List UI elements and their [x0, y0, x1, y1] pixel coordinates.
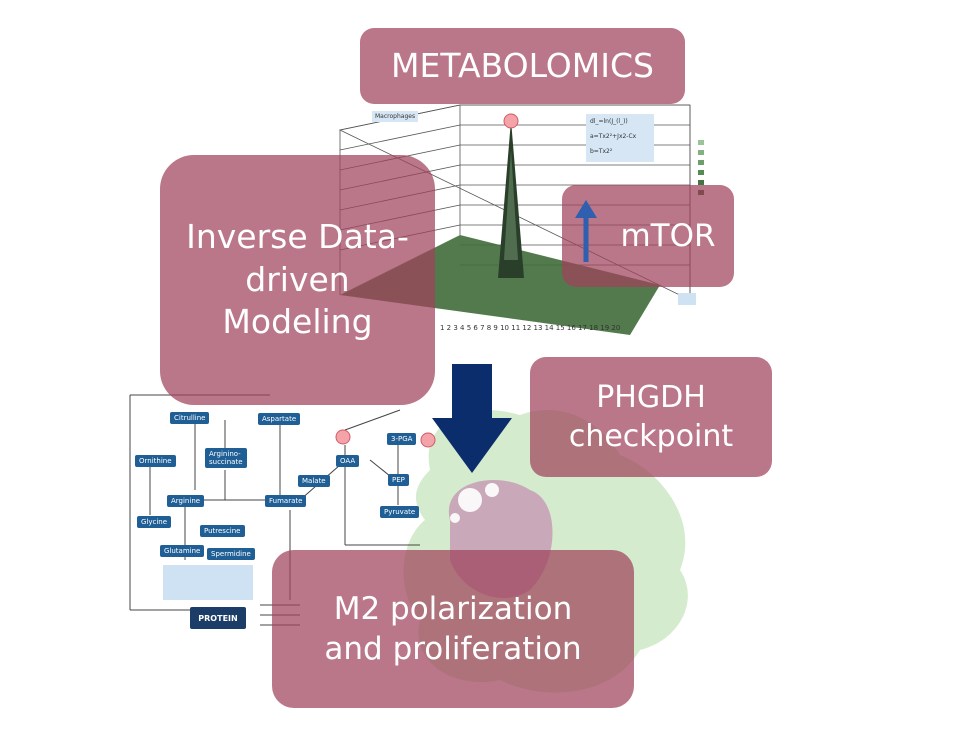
node-3pga: 3-PGA: [387, 433, 417, 445]
equation-3: b=Tx2²: [590, 148, 613, 155]
svg-text:1 2 3 4 5 6 7 8 9 10 11 12 13: 1 2 3 4 5 6 7 8 9 10 11 12 13 14 15 16 1…: [440, 324, 620, 332]
mtor-box: mTOR: [562, 185, 734, 287]
inverse-modeling-box: Inverse Data- driven Modeling: [160, 155, 435, 405]
phgdh-checkpoint-box: PHGDH checkpoint: [530, 357, 772, 477]
m2-polarization-box: M2 polarization and proliferation: [272, 550, 634, 708]
node-oaa: OAA: [336, 455, 360, 467]
node-arginine: Arginine: [167, 495, 205, 507]
node-aspartate: Aspartate: [258, 413, 301, 425]
plot-label: Macrophages: [372, 111, 419, 122]
node-putrescine: Putrescine: [200, 525, 245, 537]
node-protein: PROTEIN: [190, 607, 246, 629]
node-pep: PEP: [388, 474, 409, 486]
node-spermidine: Spermidine: [207, 548, 255, 560]
node-glycine: Glycine: [137, 516, 172, 528]
equation-box: dl_=ln(J_(l_)) a=Tx2²+Jx2-Cx b=Tx2²: [586, 114, 654, 162]
equation-2: a=Tx2²+Jx2-Cx: [590, 133, 637, 140]
node-fumarate: Fumarate: [265, 495, 307, 507]
mtor-label: mTOR: [620, 217, 716, 254]
node-glutamine: Glutamine: [160, 545, 205, 557]
node-pyruvate: Pyruvate: [380, 506, 420, 518]
metabolomics-box: METABOLOMICS: [360, 28, 685, 104]
node-citrulline: Citrulline: [170, 412, 210, 424]
node-malate: Malate: [298, 475, 330, 487]
node-argininosuccinate: Arginino- succinate: [205, 448, 247, 468]
node-ornithine: Ornithine: [135, 455, 176, 467]
equation-1: dl_=ln(J_(l_)): [590, 118, 628, 125]
